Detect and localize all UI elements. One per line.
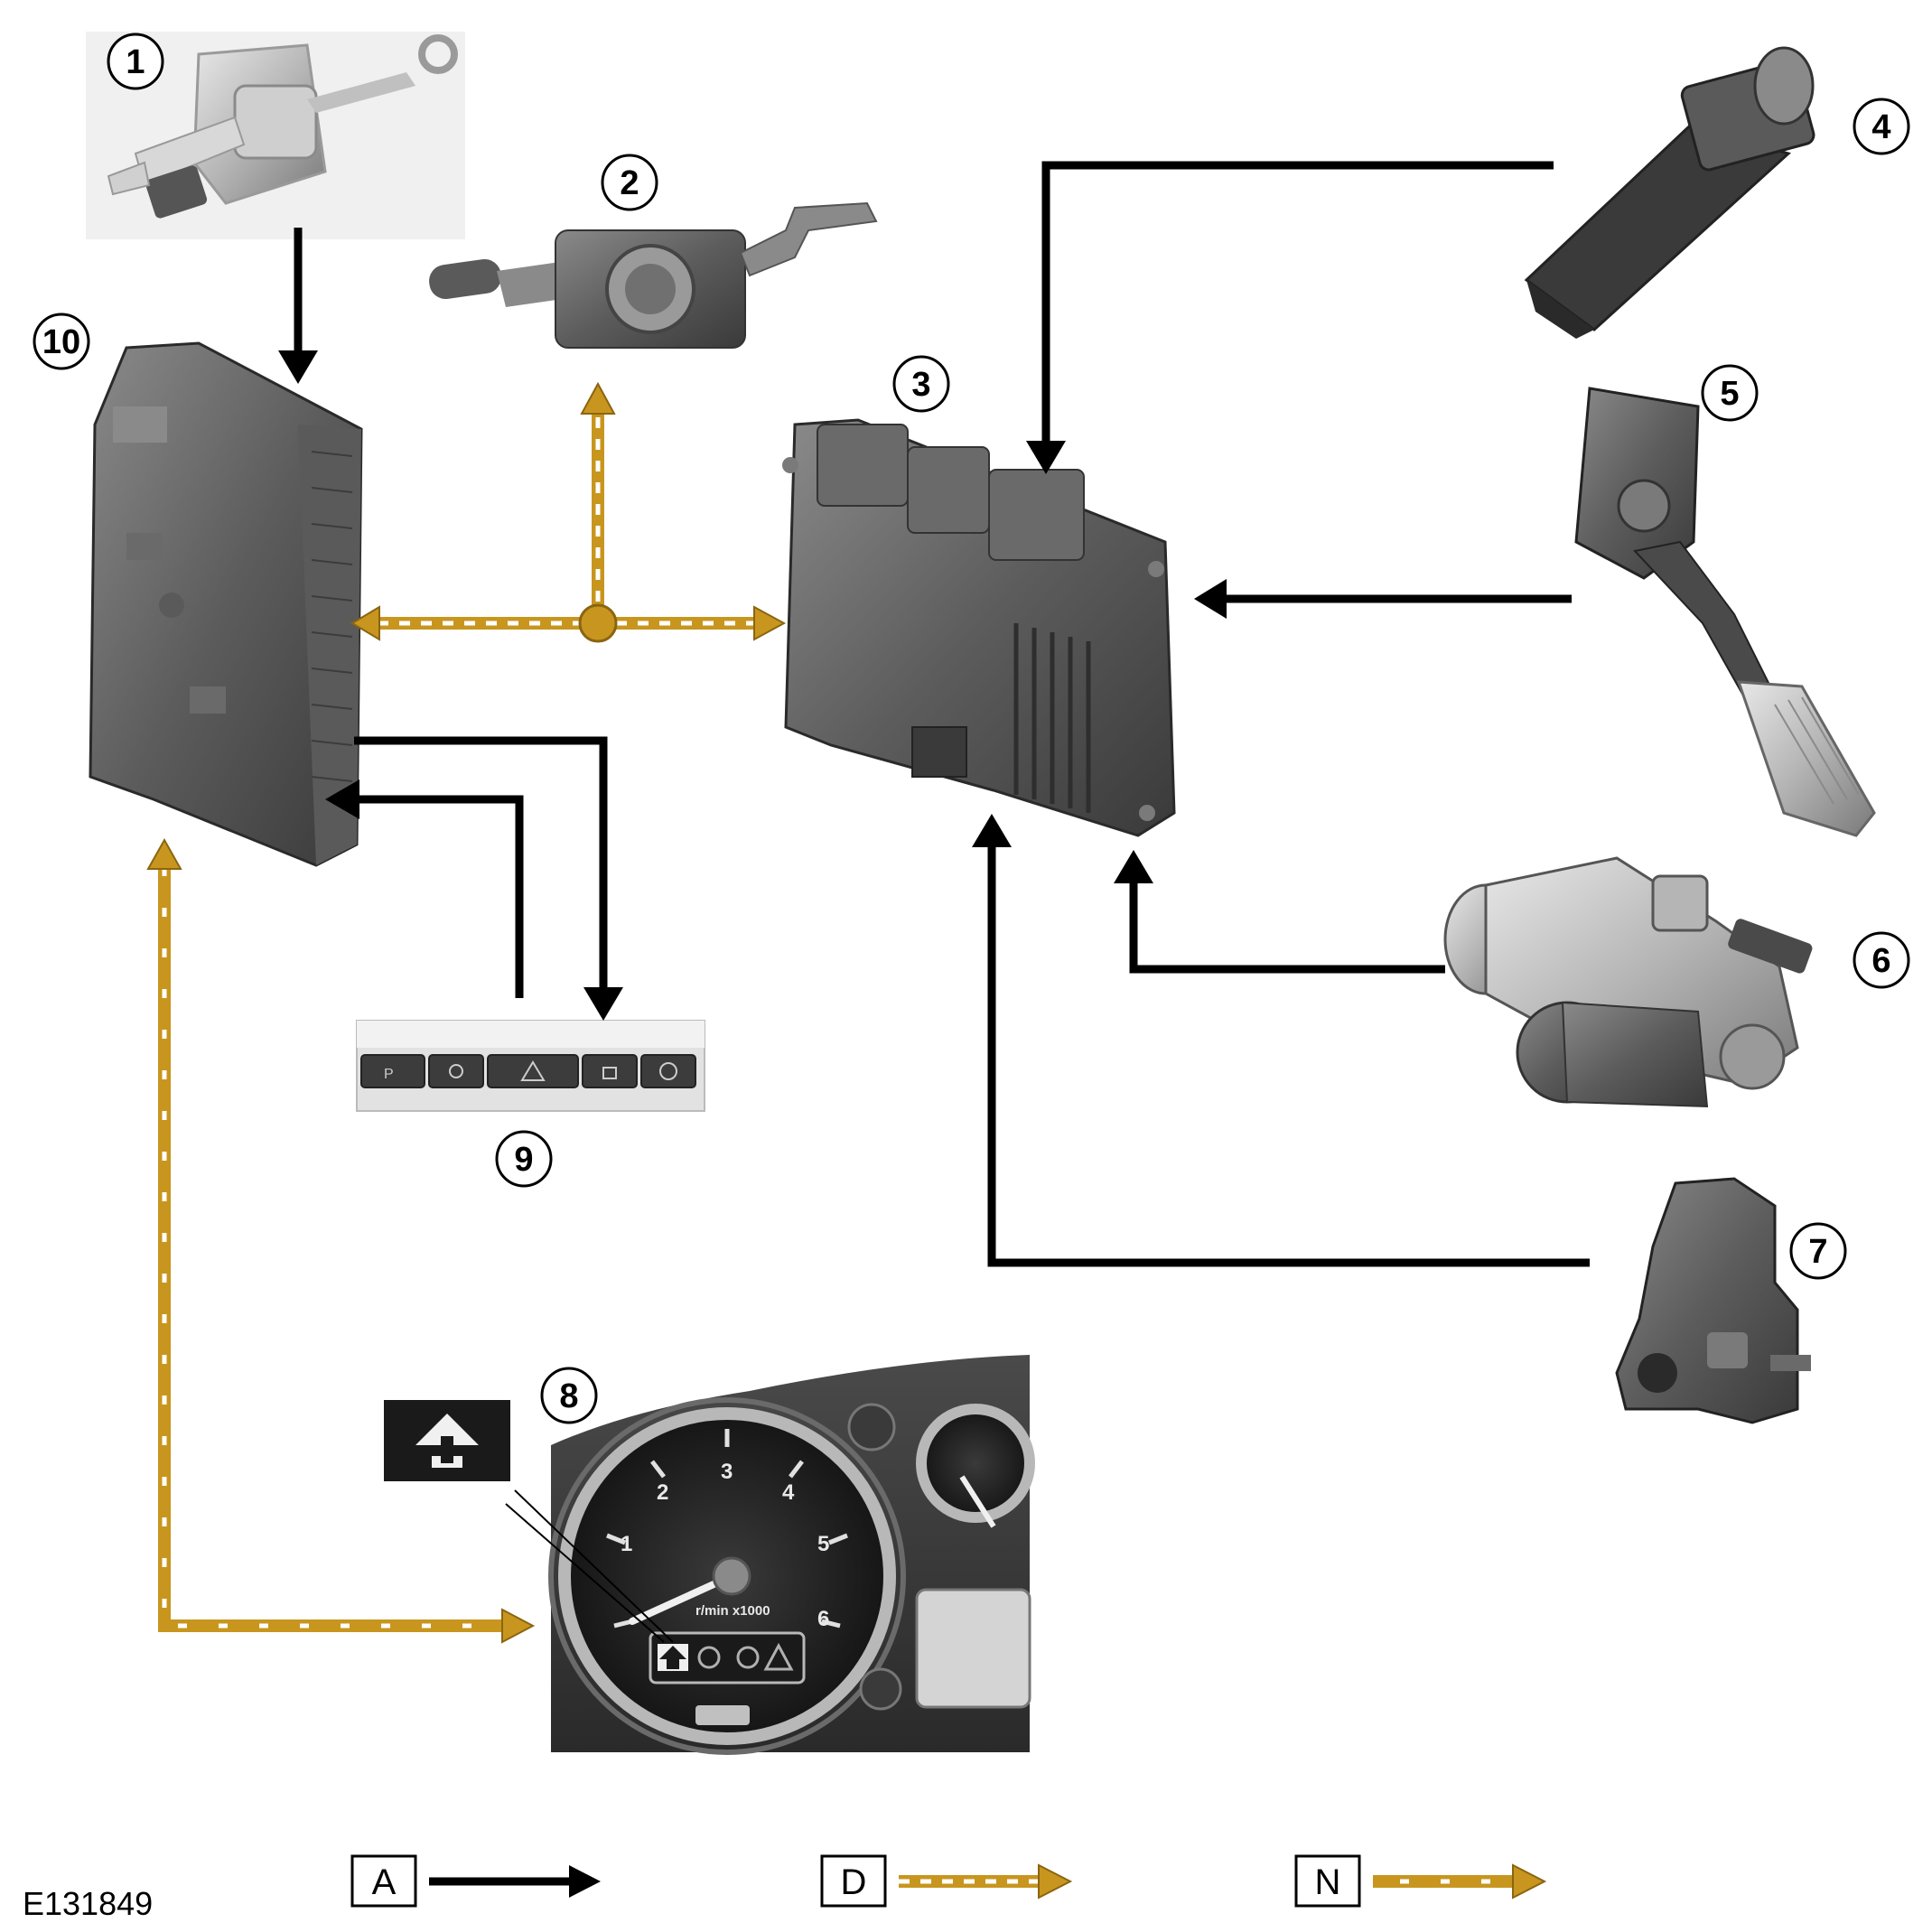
svg-text:3: 3 — [911, 366, 930, 404]
svg-text:A: A — [372, 1862, 397, 1902]
hardwired-connections — [294, 161, 1590, 1267]
svg-text:3: 3 — [721, 1460, 733, 1484]
svg-text:4: 4 — [1871, 108, 1890, 146]
svg-text:N: N — [1315, 1862, 1341, 1902]
svg-text:4: 4 — [782, 1480, 795, 1505]
svg-text:7: 7 — [1808, 1233, 1827, 1271]
legend-hardwired: A — [350, 1854, 601, 1908]
tachometer-ticks — [606, 1429, 848, 1629]
callout-10: 10 — [33, 313, 90, 370]
callout-3: 3 — [892, 355, 950, 413]
hardwired-arrowheads — [278, 350, 1227, 1021]
svg-text:10: 10 — [42, 323, 80, 361]
callout-5: 5 — [1701, 364, 1759, 422]
svg-text:2: 2 — [657, 1480, 668, 1505]
can-bus-connections — [158, 411, 757, 1632]
component-2-column-switch — [429, 201, 878, 349]
svg-text:6: 6 — [817, 1607, 829, 1631]
component-3-engine-control-module — [782, 418, 1176, 837]
svg-text:5: 5 — [817, 1532, 829, 1556]
svg-text:1: 1 — [621, 1532, 632, 1556]
svg-text:9: 9 — [514, 1141, 533, 1179]
can-bus-junction — [578, 603, 618, 643]
callout-7: 7 — [1789, 1222, 1847, 1280]
svg-text:D: D — [841, 1862, 867, 1902]
component-9-hazard-switch-pack: P — [356, 1020, 705, 1112]
callout-8: 8 — [540, 1367, 598, 1424]
callout-1: 1 — [107, 33, 164, 90]
can-bus-arrowheads — [146, 381, 787, 1644]
shift-up-indicator-callout — [384, 1400, 674, 1643]
svg-text:1: 1 — [126, 43, 145, 81]
shift-up-indicator-icon — [658, 1644, 688, 1671]
figure-reference: E131849 — [23, 1885, 153, 1922]
callout-9: 9 — [495, 1130, 553, 1188]
component-7-crankshaft-position-sensor — [1615, 1177, 1811, 1424]
tachometer-numbers: 1 2 3 4 5 6 — [621, 1460, 829, 1631]
legend-high-speed-can: D — [820, 1854, 1073, 1908]
svg-text:6: 6 — [1871, 942, 1890, 980]
svg-text:2: 2 — [620, 164, 639, 202]
component-5-accelerator-pedal-position-sensor — [1574, 387, 1876, 837]
callout-6: 6 — [1853, 931, 1910, 989]
svg-text:5: 5 — [1720, 375, 1739, 413]
svg-text:8: 8 — [559, 1377, 578, 1415]
tachometer-units: r/min x1000 — [695, 1603, 770, 1619]
legend-medium-speed-can: N — [1294, 1854, 1547, 1908]
svg-text:P: P — [384, 1067, 394, 1082]
component-6-coolant-temperature-sensor — [1443, 856, 1813, 1108]
callout-4: 4 — [1853, 98, 1910, 155]
component-4-maf-sensor — [1524, 46, 1815, 339]
component-10-central-junction-box — [89, 341, 363, 867]
component-1-clutch-switch — [86, 32, 465, 239]
callout-2: 2 — [601, 154, 658, 211]
legend: A D N — [350, 1854, 1547, 1908]
component-8-instrument-cluster: 1 2 3 4 5 6 r/min x1000 — [548, 1355, 1035, 1755]
